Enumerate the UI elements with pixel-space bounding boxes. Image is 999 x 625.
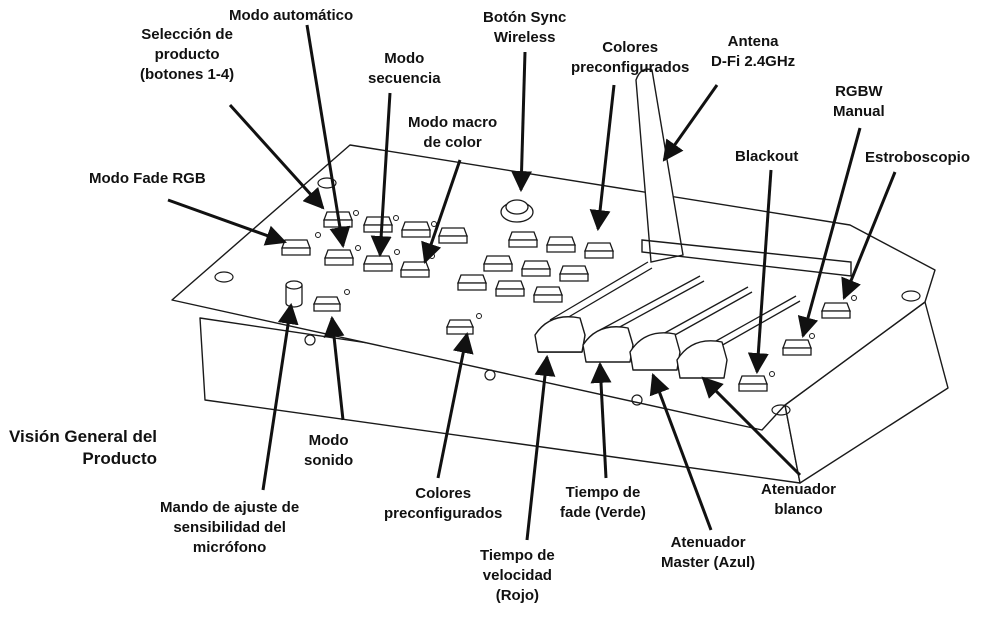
mount-hole (901, 290, 921, 302)
preset-color-button (446, 319, 474, 335)
product-select-button (363, 216, 393, 233)
blackout-button (738, 375, 768, 392)
label-modo-fade-rgb: Modo Fade RGB (89, 170, 206, 187)
product-select-button (401, 221, 431, 238)
arrow-rgbw (797, 127, 862, 339)
label-atenuador-blanco: Atenuador blanco (761, 481, 836, 518)
label-seleccion-producto: Selección de producto (botones 1-4) (140, 26, 235, 83)
preset-color-grid (457, 231, 614, 303)
arrow-fade-rgb (167, 198, 287, 246)
arrow-product-select (228, 103, 325, 210)
arrow-preset-bottom (436, 331, 474, 479)
label-tiempo-velocidad: Tiempo de velocidad (Rojo) (480, 547, 555, 604)
arrow-master-dimmer (649, 373, 713, 531)
label-modo-sonido: Modo sonido (304, 432, 354, 469)
mount-hole (317, 177, 337, 189)
label-tiempo-fade: Tiempo de fade (Verde) (560, 484, 646, 521)
arrow-preset-top (589, 84, 616, 232)
arrow-color-macro (421, 159, 462, 264)
label-antena: Antena D-Fi 2.4GHz (711, 33, 796, 70)
front-screw (484, 369, 496, 381)
label-colores-preconfigurados-bottom: Colores preconfigurados (384, 485, 503, 522)
label-modo-automatico: Modo automático (229, 7, 354, 24)
front-screw (304, 334, 316, 346)
sequence-mode-button (363, 255, 393, 272)
sound-mode-button (313, 296, 341, 312)
color-macro-button (400, 261, 430, 278)
arrow-sync (511, 51, 533, 193)
arrow-sequence (370, 92, 392, 258)
arrow-speed-time (525, 354, 556, 541)
arrow-sound-mode (323, 315, 345, 421)
label-rgbw-manual: RGBW Manual (833, 83, 885, 120)
strobe-button (821, 302, 851, 319)
mount-hole (214, 271, 234, 283)
label-atenuador-master: Atenuador Master (Azul) (661, 534, 756, 571)
front-screw (631, 394, 643, 406)
arrow-antenna (662, 84, 719, 162)
antenna (635, 68, 852, 277)
label-modo-secuencia: Modo secuencia (368, 50, 441, 87)
label-blackout: Blackout (735, 148, 799, 165)
label-modo-macro-color: Modo macro de color (408, 114, 498, 151)
mic-sensitivity-knob (285, 280, 303, 308)
arrow-auto-mode (305, 24, 351, 249)
fader-white (676, 340, 728, 379)
arrow-strobe (841, 171, 897, 300)
label-mando-ajuste: Mando de ajuste de sensibilidad del micr… (160, 499, 300, 556)
arrow-white-dimmer (701, 376, 802, 477)
sync-wireless-button (500, 199, 534, 223)
arrow-fade-time (590, 361, 612, 479)
fader-red-speed (534, 316, 586, 353)
label-colores-preconfigurados-top: Colores preconfigurados (571, 39, 690, 76)
mounting-holes (214, 177, 921, 416)
callout-arrows (167, 24, 897, 541)
rgbw-manual-button (782, 339, 812, 356)
mount-hole (771, 404, 791, 416)
fade-rgb-button (281, 239, 311, 256)
arrow-blackout (747, 169, 773, 375)
faders (534, 316, 728, 379)
label-estroboscopio: Estroboscopio (865, 149, 971, 166)
diagram-title: Visión General del Producto (9, 427, 158, 468)
auto-mode-button (324, 249, 354, 266)
right-button-bank (738, 302, 851, 392)
arrow-mic-knob (261, 302, 299, 491)
product-select-button (438, 227, 468, 244)
label-boton-sync: Botón Sync Wireless (483, 9, 567, 46)
